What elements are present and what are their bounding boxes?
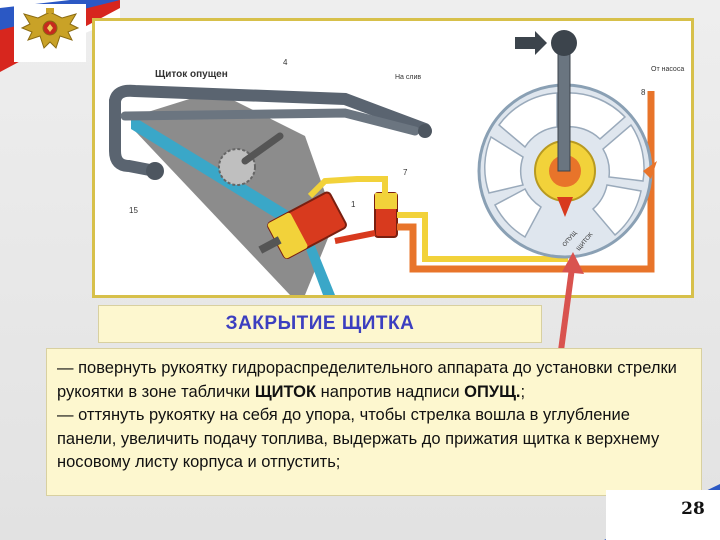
pipe-red [334, 230, 376, 244]
pipe-orange-pump [397, 91, 655, 273]
direction-arrow-icon [515, 31, 547, 55]
section-title: ЗАКРЫТИЕ ЩИТКА [98, 305, 542, 343]
callout-4: 4 [283, 58, 288, 67]
callout-8: 8 [641, 88, 646, 97]
instruction-step-2: — оттянуть рукоятку на себя до упора, чт… [57, 406, 660, 471]
dial-segments [484, 92, 645, 239]
pointer-arrow-icon [557, 252, 584, 359]
pipe-yellow-upper [307, 176, 388, 199]
frame-rod-top [109, 84, 431, 135]
frame-rod-bottom [120, 108, 420, 136]
step-1-text-mid: напротив надписи [316, 382, 465, 401]
emblem-box [14, 4, 86, 62]
flap-edge [131, 115, 335, 295]
callout-15: 15 [129, 206, 138, 215]
diagram-frame: Щиток опущен На слив От насоса 4 8 7 1 1… [92, 18, 694, 298]
handle-knob [551, 30, 577, 56]
handle-lever [557, 50, 571, 172]
step-1-bold-flap: ЩИТОК [254, 382, 317, 401]
page-number: 28 [681, 499, 705, 519]
instruction-step-1: — повернуть рукоятку гидрораспределитель… [57, 357, 691, 404]
frame-rod-left [109, 95, 161, 177]
instruction-text: — повернуть рукоятку гидрораспределитель… [46, 348, 702, 496]
hydraulic-diagram: Щиток опущен На слив От насоса 4 8 7 1 1… [109, 30, 684, 295]
pivot-right [418, 124, 432, 138]
label-from-pump: От насоса [651, 66, 684, 73]
page-number-box [606, 490, 720, 540]
step-1-suffix: ; [520, 382, 526, 401]
label-to-drain: На слив [395, 74, 421, 81]
step-1-bold-lowered: ОПУЩ. [464, 382, 521, 401]
pivot-left [146, 162, 164, 180]
main-cylinder [258, 191, 347, 259]
eagle-emblem-icon [20, 8, 80, 49]
callout-7: 7 [403, 168, 408, 177]
label-flap-down: Щиток опущен [155, 69, 228, 80]
callout-1: 1 [351, 200, 356, 209]
step-1-text: — повернуть рукоятку гидрораспределитель… [57, 359, 677, 401]
dial-pointer [557, 197, 573, 217]
flow-arrow-icon [643, 161, 657, 179]
lever-arm [241, 132, 284, 165]
